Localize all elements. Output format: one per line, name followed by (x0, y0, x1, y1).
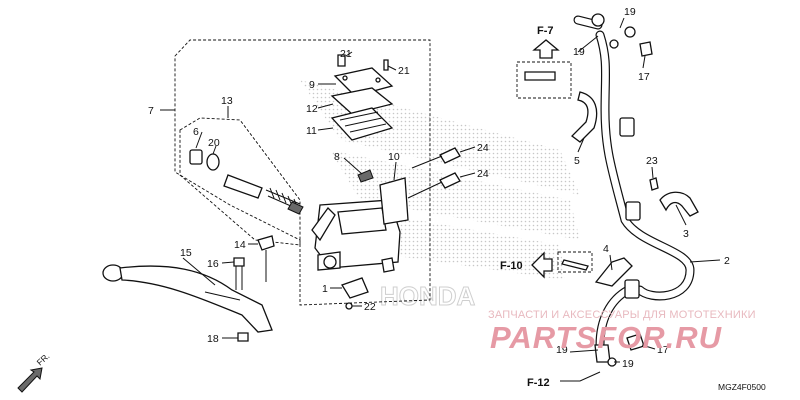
leader-lines (182, 17, 721, 363)
f10-arrow (531, 251, 553, 279)
callout-1: 1 (322, 283, 328, 295)
callout-3: 3 (683, 228, 689, 240)
callout-21-upper: 21 (340, 48, 352, 60)
lever-pivot-parts (233, 235, 275, 342)
piston-kit (189, 149, 304, 215)
callout-24-upper: 24 (477, 142, 489, 154)
ref-f12: F-12 (527, 377, 550, 389)
hose-clamp-5 (516, 61, 598, 143)
brake-switch (341, 277, 369, 310)
f12-leader (560, 371, 601, 382)
callout-10: 10 (388, 151, 400, 163)
callout-17-top: 17 (638, 71, 650, 83)
master-cylinder-body (311, 169, 409, 273)
callout-13: 13 (221, 95, 233, 107)
brake-lever (102, 264, 273, 333)
callout-15: 15 (180, 247, 192, 259)
callout-9: 9 (309, 79, 315, 91)
hose-clamp-3 (649, 177, 699, 217)
ref-f7: F-7 (537, 25, 554, 37)
callout-12: 12 (306, 103, 318, 115)
assembly-13-boundary (179, 117, 301, 246)
callout-16: 16 (207, 258, 219, 270)
callout-22: 22 (364, 301, 376, 313)
ref-f10: F-10 (500, 260, 523, 272)
reservoir-cap-stack (330, 54, 394, 141)
callout-7: 7 (148, 105, 154, 117)
callout-20: 20 (208, 137, 220, 149)
callout-14: 14 (234, 239, 246, 251)
callout-19-bottom-right: 19 (622, 358, 634, 370)
callout-19-top-left: 19 (573, 46, 585, 58)
callout-24-lower: 24 (477, 168, 489, 180)
honda-logo-text: HONDA (380, 281, 476, 311)
watermark-main: PARTSFOR.RU (490, 320, 723, 355)
holder-bolts (407, 147, 461, 199)
hose-stay-4 (557, 251, 633, 287)
watermark-subtitle: ЗАПЧАСТИ И АКСЕССУАРЫ ДЛЯ МОТОТЕХНИКИ (488, 309, 756, 321)
callout-19-bottom-left: 19 (556, 344, 568, 356)
callout-8: 8 (334, 151, 340, 163)
callout-6: 6 (193, 126, 199, 138)
diagram-code: MGZ4F0500 (718, 382, 766, 392)
callout-4: 4 (603, 243, 609, 255)
assembly-7-boundary (174, 39, 431, 306)
banjo-hardware-top (591, 13, 653, 367)
callout-5: 5 (574, 155, 580, 167)
front-direction-arrow: FR. (17, 351, 52, 393)
direction-label: FR. (35, 351, 52, 368)
callout-23: 23 (646, 155, 658, 167)
callout-18: 18 (207, 333, 219, 345)
callout-11: 11 (306, 125, 317, 137)
callout-19-top-right: 19 (624, 6, 636, 18)
callout-21-right: 21 (398, 65, 410, 77)
callout-17-bottom: 17 (657, 344, 669, 356)
callout-numbers: 7 13 6 20 21 21 9 12 11 8 10 24 24 14 15… (148, 6, 730, 370)
f7-arrow (532, 39, 560, 59)
callout-2: 2 (724, 255, 730, 267)
